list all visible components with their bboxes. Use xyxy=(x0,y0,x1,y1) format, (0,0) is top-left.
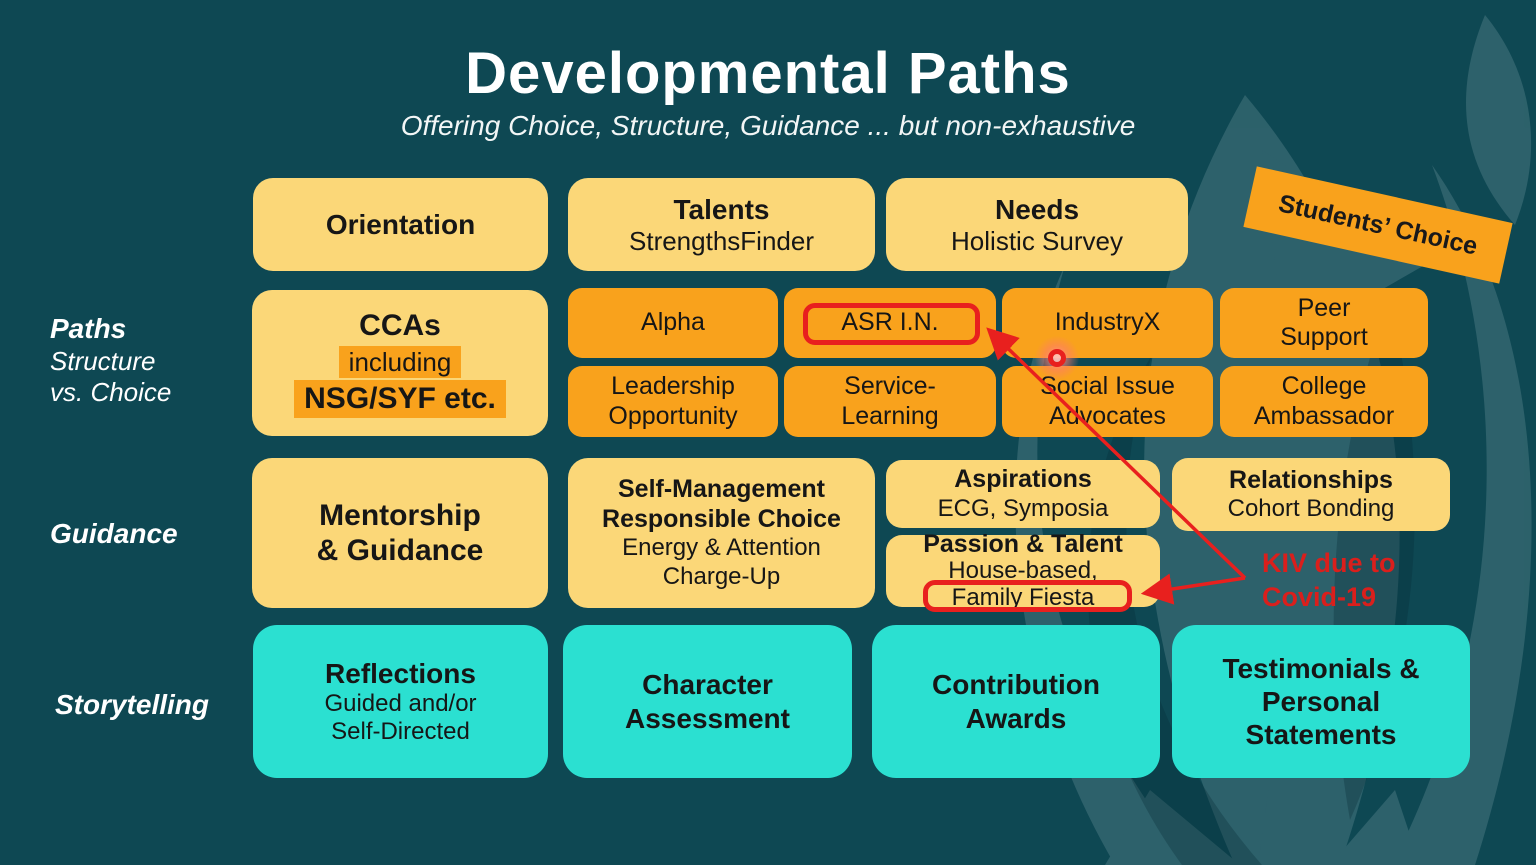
box-title: IndustryX xyxy=(1054,308,1161,337)
box-subtitle: Guided and/or Self-Directed xyxy=(324,689,477,746)
box-title: Leadership Opportunity xyxy=(608,372,738,430)
paths-label: Paths xyxy=(50,313,127,344)
box-self-management: Self-Management Responsible Choice Energ… xyxy=(568,458,875,608)
box-college-ambassador: College Ambassador xyxy=(1220,366,1428,437)
box-title: Service- Learning xyxy=(841,372,939,430)
kiv-arrow-to-family-fiesta xyxy=(1140,573,1246,605)
box-alpha: Alpha xyxy=(568,288,778,358)
page-subtitle: Offering Choice, Structure, Guidance ...… xyxy=(400,110,1136,141)
box-subtitle: StrengthsFinder xyxy=(629,225,814,256)
box-title: Mentorship & Guidance xyxy=(316,498,484,567)
box-title: Orientation xyxy=(325,208,476,240)
students-choice-sticker: Students’ Choice xyxy=(1243,166,1513,284)
box-title: Testimonials & Personal Statements xyxy=(1222,652,1420,751)
ccas-highlight-nsg-syf: NSG/SYF etc. xyxy=(294,380,506,418)
box-reflections: Reflections Guided and/or Self-Directed xyxy=(253,625,548,778)
box-title: Contribution Awards xyxy=(932,669,1100,734)
box-title: Relationships xyxy=(1229,465,1393,494)
box-title: ASR I.N. xyxy=(841,308,939,337)
box-title: Needs xyxy=(994,193,1080,225)
box-title: Peer Support xyxy=(1280,293,1368,352)
box-title: Self-Management Responsible Choice xyxy=(602,475,841,533)
box-title: Talents xyxy=(673,193,770,225)
box-title: CCAs xyxy=(359,309,441,343)
box-title: Character Assessment xyxy=(625,669,790,734)
students-choice-label: Students’ Choice xyxy=(1276,188,1481,261)
box-service-learning: Service- Learning xyxy=(784,366,996,437)
box-contribution-awards: Contribution Awards xyxy=(872,625,1160,778)
box-title: Social Issue Advocates xyxy=(1040,372,1175,430)
box-subtitle: Cohort Bonding xyxy=(1227,495,1395,523)
box-subtitle: Holistic Survey xyxy=(951,225,1123,256)
row-label-paths: Paths Structure vs. Choice xyxy=(50,312,171,408)
laser-pointer-ring xyxy=(1048,349,1066,367)
box-subtitle: ECG, Symposia xyxy=(937,494,1109,522)
row-label-storytelling: Storytelling xyxy=(55,689,210,720)
box-needs: Needs Holistic Survey xyxy=(886,178,1188,271)
box-title: Alpha xyxy=(641,308,705,337)
box-talents: Talents StrengthsFinder xyxy=(568,178,875,271)
ccas-highlight-including: including xyxy=(338,345,462,379)
box-character-assessment: Character Assessment xyxy=(563,625,852,778)
kiv-annotation: KIV due to Covid-19 xyxy=(1262,548,1396,612)
box-asr-in: ASR I.N. xyxy=(784,288,996,358)
laser-pointer-dot xyxy=(1035,336,1079,380)
family-fiesta-highlight-box xyxy=(923,580,1132,612)
box-orientation: Orientation xyxy=(253,178,548,271)
box-relationships: Relationships Cohort Bonding xyxy=(1172,458,1450,531)
box-aspirations: Aspirations ECG, Symposia xyxy=(886,460,1160,528)
box-subtitle: Energy & Attention Charge-Up xyxy=(622,534,821,590)
box-social-issue-advocates: Social Issue Advocates xyxy=(1002,366,1213,437)
box-title: Aspirations xyxy=(954,465,1092,494)
box-subtitle-2: Family Fiesta xyxy=(951,583,1095,611)
box-title: Passion & Talent xyxy=(923,529,1123,558)
box-title: College Ambassador xyxy=(1253,372,1395,430)
page-title: Developmental Paths xyxy=(465,41,1071,106)
box-testimonials: Testimonials & Personal Statements xyxy=(1172,625,1470,778)
box-leadership-opportunity: Leadership Opportunity xyxy=(568,366,778,437)
box-peer-support: Peer Support xyxy=(1220,288,1428,358)
box-ccas: CCAs including NSG/SYF etc. xyxy=(252,290,548,436)
asr-highlight-box xyxy=(803,303,980,345)
paths-sublabel: Structure vs. Choice xyxy=(50,345,172,407)
box-industryx: IndustryX xyxy=(1002,288,1213,358)
box-title: Reflections xyxy=(325,657,476,689)
box-mentorship-guidance: Mentorship & Guidance xyxy=(252,458,548,608)
row-label-guidance: Guidance xyxy=(50,518,178,549)
